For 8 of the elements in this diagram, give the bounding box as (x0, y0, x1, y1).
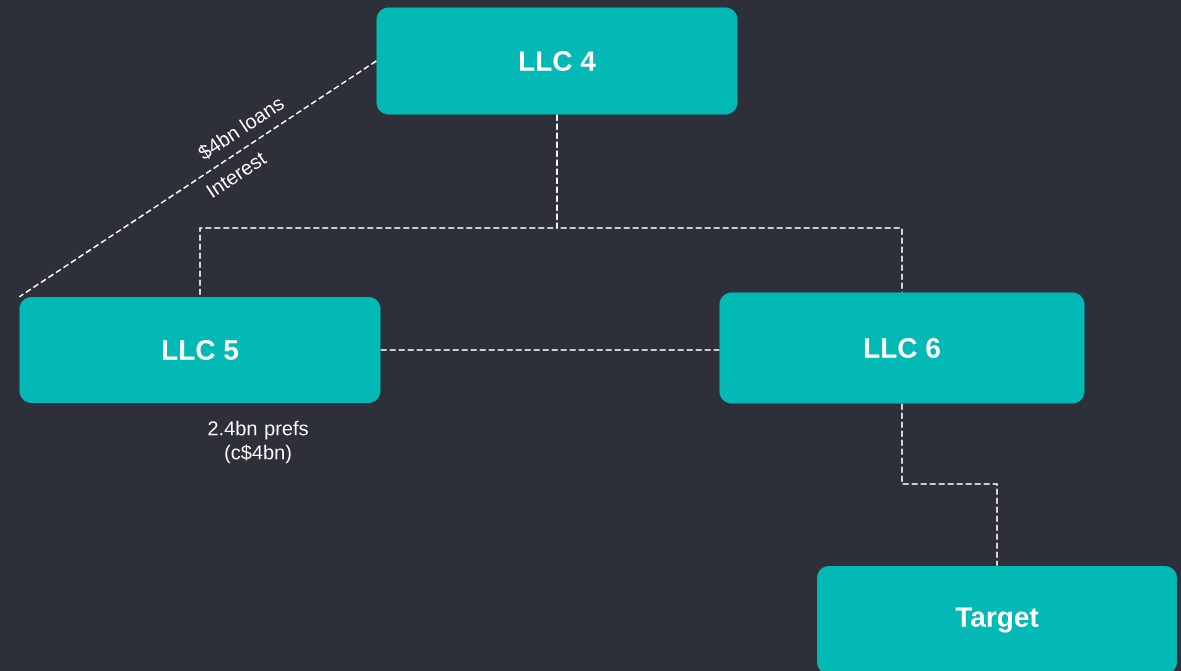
connector-line (901, 402, 998, 567)
entity-box: LLC 5 (19, 297, 381, 403)
entity-box: LLC 6 (719, 292, 1085, 404)
connector-line (18, 60, 378, 298)
entity-box: Target (817, 566, 1177, 671)
connector-line (379, 349, 721, 351)
note-text: 2.4bn prefs (c$4bn) (208, 420, 308, 464)
entity-box: LLC 4 (376, 7, 738, 115)
